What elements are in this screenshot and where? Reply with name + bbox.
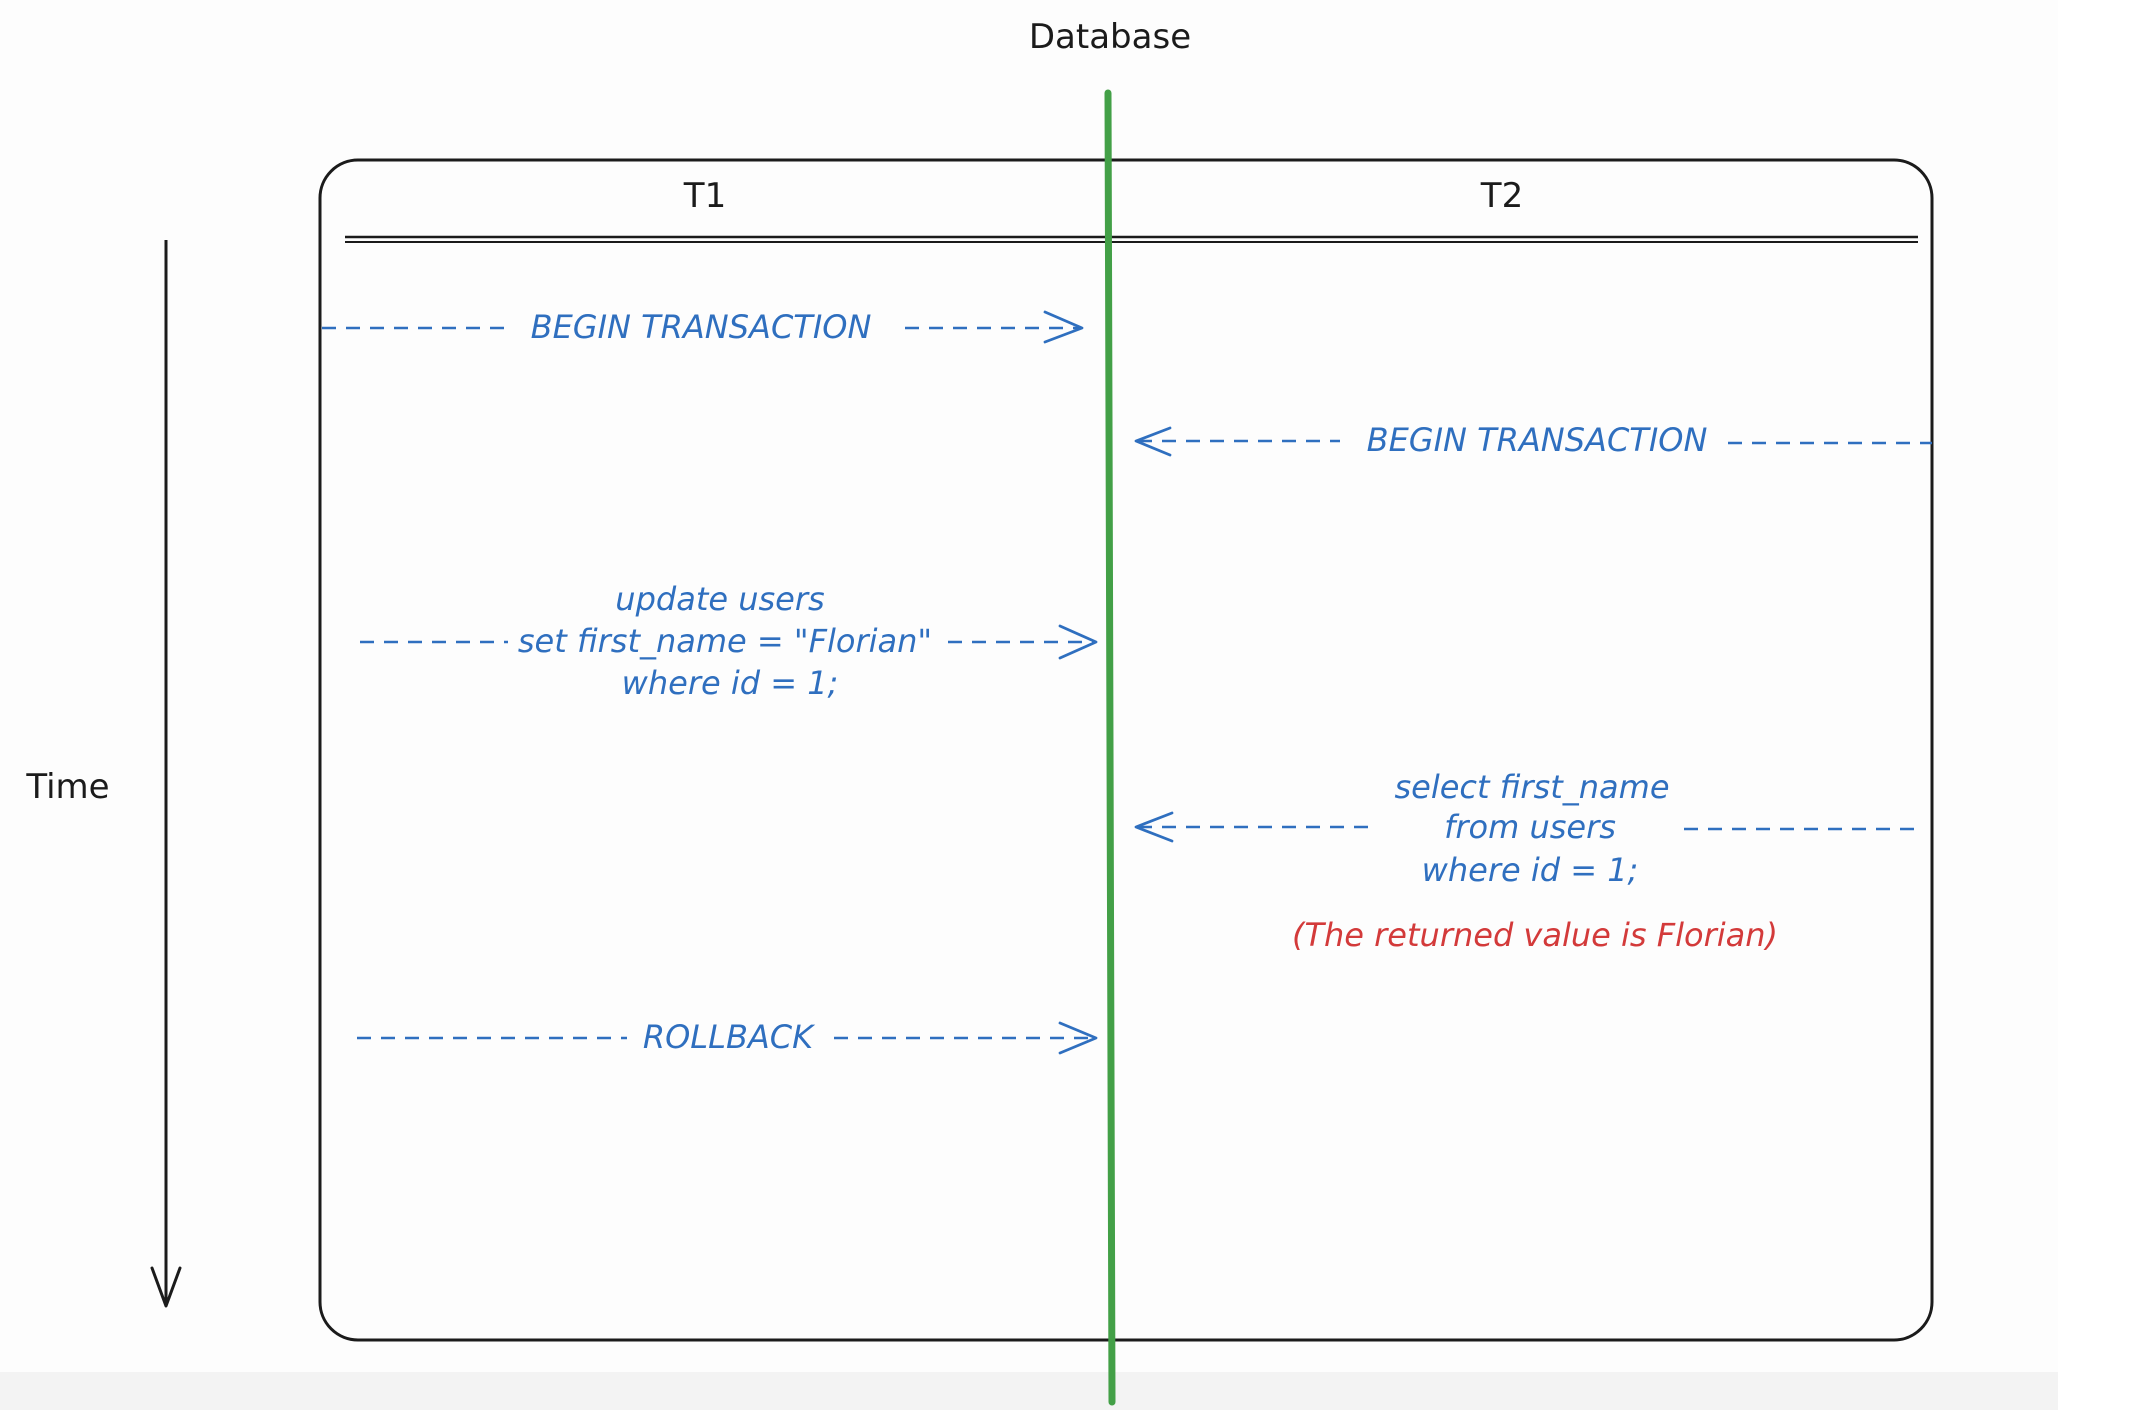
t2-begin-label: BEGIN TRANSACTION (1367, 421, 1708, 459)
bottom-margin (0, 1372, 2058, 1410)
t2-select-line3: where id = 1; (1422, 851, 1639, 889)
database-label: Database (1029, 17, 1191, 57)
t1-begin-arrow-head (1043, 310, 1084, 344)
t2-return-note: (The returned value is Florian) (1292, 916, 1778, 954)
time-arrow-head (150, 1266, 182, 1308)
transaction-frame (318, 158, 1934, 1342)
t1-update-line2: set first_name = "Florian" (518, 622, 932, 660)
t1-update-line1: update users (615, 580, 824, 618)
t1-rollback-label: ROLLBACK (643, 1018, 816, 1056)
right-margin (2058, 0, 2148, 1410)
t2-select-line1: select first_name (1394, 768, 1669, 806)
t1-update-arrow-head (1058, 624, 1098, 660)
t2-begin-arrow-head (1134, 426, 1172, 457)
database-line (1104, 89, 1116, 1406)
t2-select-line2: from users (1444, 808, 1616, 846)
time-label: Time (25, 767, 109, 807)
t1-label: T1 (683, 176, 726, 216)
t1-begin-label: BEGIN TRANSACTION (531, 308, 872, 346)
t2-select-arrow-head (1134, 811, 1174, 843)
t1-rollback-arrow-head (1058, 1021, 1098, 1055)
t1-update-line3: where id = 1; (622, 664, 839, 702)
t2-label: T2 (1480, 176, 1523, 216)
